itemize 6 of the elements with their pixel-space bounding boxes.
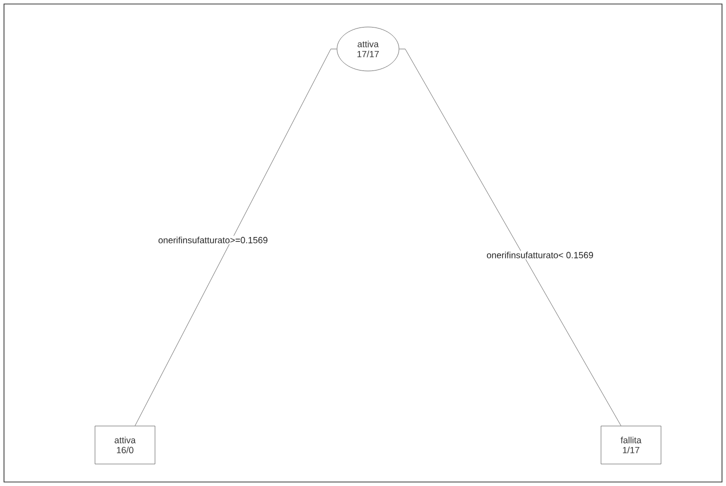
branch-line xyxy=(398,48,622,426)
edge-label: onerifinsufatturato>=0.1569 xyxy=(157,236,269,244)
leaf-node-box: fallita 1/17 xyxy=(600,426,662,464)
leaf-node-box: attiva 16/0 xyxy=(94,426,156,464)
edge-label: onerifinsufatturato< 0.1569 xyxy=(486,250,594,260)
branch-line xyxy=(134,48,338,426)
